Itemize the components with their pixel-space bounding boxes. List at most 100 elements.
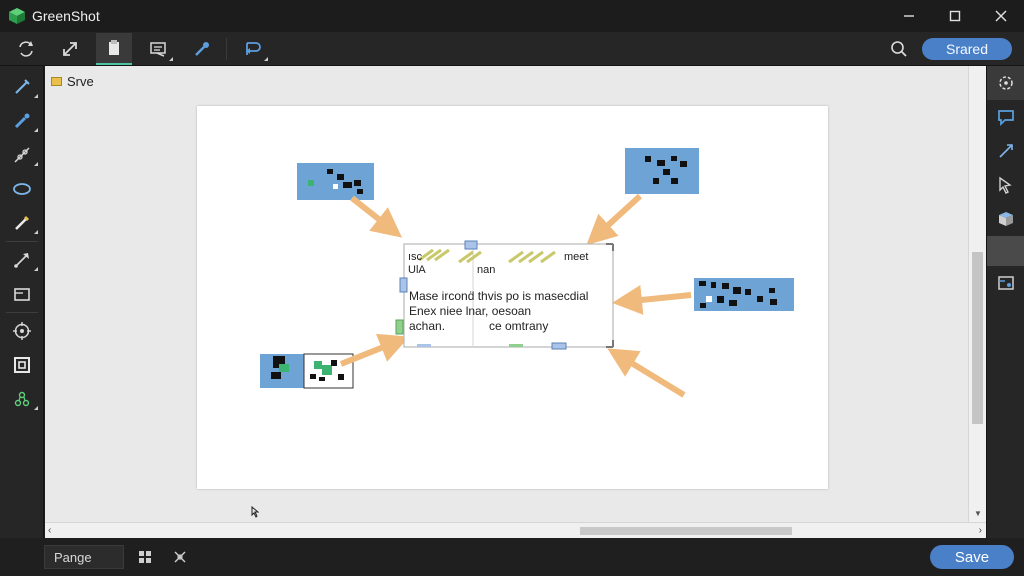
rectangle-tool[interactable] bbox=[0, 277, 44, 311]
vertical-scroll-thumb[interactable] bbox=[972, 252, 983, 424]
document-name: Srve bbox=[67, 74, 94, 89]
resize-icon bbox=[63, 41, 77, 56]
arrow-annotation bbox=[339, 333, 410, 367]
blank-tool[interactable] bbox=[987, 236, 1024, 266]
image-canvas[interactable]: ısc meet UlA nan Mase irconḋ thvis po is… bbox=[197, 106, 828, 489]
pen-tool[interactable] bbox=[0, 70, 44, 104]
thumbnail-top-right[interactable] bbox=[625, 148, 699, 194]
grid-icon bbox=[139, 551, 151, 563]
minimize-button[interactable] bbox=[886, 0, 932, 32]
greenshot-logo-icon bbox=[8, 7, 26, 25]
print-icon bbox=[150, 41, 166, 57]
textbox-line5-left: achan. bbox=[409, 319, 445, 333]
crosshair-tool[interactable] bbox=[0, 314, 44, 348]
scroll-down-icon[interactable]: ▼ bbox=[974, 509, 982, 518]
thumbnail-right[interactable] bbox=[694, 278, 794, 311]
canvas-area[interactable]: Srve bbox=[45, 66, 968, 522]
arrow-annotation bbox=[350, 195, 403, 238]
arrow-annotation bbox=[607, 348, 686, 398]
arrow-annotation bbox=[586, 193, 643, 246]
annotation-layer[interactable]: ısc meet UlA nan Mase irconḋ thvis po is… bbox=[197, 106, 828, 489]
cursor-icon bbox=[999, 176, 1012, 194]
line-icon bbox=[14, 147, 30, 163]
textbox-line2-left: UlA bbox=[408, 264, 426, 276]
obfuscate-icon bbox=[14, 391, 30, 407]
ellipse-icon bbox=[13, 183, 31, 195]
app-title: GreenShot bbox=[32, 8, 100, 24]
crosshair-icon bbox=[13, 322, 31, 340]
textbox-line2-right: nan bbox=[477, 264, 495, 276]
horizontal-scroll-thumb[interactable] bbox=[580, 527, 792, 535]
text-frame-tool[interactable] bbox=[0, 348, 44, 382]
minimize-icon bbox=[904, 15, 914, 17]
search-button[interactable] bbox=[886, 37, 912, 61]
save-to-icon bbox=[246, 41, 261, 55]
speech-bubble-tool[interactable] bbox=[987, 100, 1024, 134]
ellipse-tool[interactable] bbox=[0, 172, 44, 206]
thumbnail-bottom-left[interactable] bbox=[260, 353, 354, 389]
document-icon bbox=[51, 77, 62, 86]
grid-button[interactable] bbox=[135, 547, 155, 567]
textbox-line1-right: meet bbox=[564, 251, 588, 263]
textbox-line3: Mase irconḋ thvis po is masecdial bbox=[409, 289, 588, 303]
line-draw-tool[interactable] bbox=[987, 134, 1024, 168]
print-button[interactable] bbox=[140, 33, 176, 65]
rectangle-icon bbox=[14, 288, 30, 301]
resize-button[interactable] bbox=[52, 33, 88, 65]
close-icon bbox=[995, 10, 1007, 22]
copy-icon bbox=[109, 39, 119, 55]
main-toolbar: Srared bbox=[0, 32, 1024, 66]
thumbnail-top-left[interactable] bbox=[297, 163, 374, 200]
text-annotation-box[interactable]: ısc meet UlA nan Mase irconḋ thvis po is… bbox=[395, 240, 614, 350]
box-tool[interactable] bbox=[987, 202, 1024, 236]
search-icon bbox=[891, 41, 907, 57]
highlighter-tool[interactable] bbox=[0, 206, 44, 240]
vertical-scrollbar[interactable]: ▼ bbox=[968, 66, 986, 522]
horizontal-scrollbar[interactable]: ‹ › bbox=[45, 522, 986, 538]
highlighter-icon bbox=[15, 216, 29, 230]
window-controls bbox=[886, 0, 1024, 32]
page-field[interactable]: Pange bbox=[44, 545, 124, 569]
obfuscate-tool[interactable] bbox=[0, 382, 44, 416]
crosshair-small-button[interactable] bbox=[170, 547, 190, 567]
frame-icon bbox=[998, 276, 1014, 290]
maximize-icon bbox=[949, 10, 961, 22]
scroll-right-icon[interactable]: › bbox=[978, 525, 982, 536]
brush-tool[interactable] bbox=[0, 104, 44, 138]
right-tool-panel bbox=[986, 66, 1024, 538]
select-icon bbox=[999, 76, 1013, 90]
line-tool[interactable] bbox=[0, 138, 44, 172]
left-tool-panel bbox=[0, 66, 44, 538]
rotate-button[interactable] bbox=[8, 33, 44, 65]
save-to-button[interactable] bbox=[235, 33, 271, 65]
dropdown-corner-icon bbox=[264, 56, 268, 61]
pen-icon bbox=[15, 79, 30, 94]
speech-bubble-icon bbox=[998, 110, 1014, 127]
frame-tool[interactable] bbox=[987, 266, 1024, 300]
arrow-icon bbox=[14, 253, 29, 268]
rotate-icon bbox=[19, 40, 33, 57]
textbox-line4: Enex niee lnar, oesoan bbox=[409, 304, 531, 318]
save-button[interactable]: Save bbox=[930, 545, 1014, 569]
dropdown-corner-icon bbox=[169, 56, 173, 61]
toolbar-separator bbox=[226, 37, 227, 60]
crosshair-small-icon bbox=[174, 551, 186, 563]
close-button[interactable] bbox=[978, 0, 1024, 32]
arrow-annotation bbox=[612, 284, 692, 315]
copy-button[interactable] bbox=[96, 32, 132, 65]
select-tool[interactable] bbox=[987, 66, 1024, 100]
document-label: Srve bbox=[51, 74, 94, 89]
pointer-tool[interactable] bbox=[987, 168, 1024, 202]
text-frame-icon bbox=[14, 357, 30, 373]
title-bar: GreenShot bbox=[0, 0, 1024, 32]
textbox-line5-right: ce omtrany bbox=[489, 319, 548, 333]
textbox-line1-left: ısc bbox=[408, 251, 423, 263]
arrow-tool[interactable] bbox=[0, 243, 44, 277]
pipette-button[interactable] bbox=[184, 33, 220, 65]
maximize-button[interactable] bbox=[932, 0, 978, 32]
brush-icon bbox=[14, 113, 30, 129]
status-bar: Pange Save bbox=[0, 538, 1024, 576]
line-tool-icon bbox=[999, 144, 1013, 158]
shared-button[interactable]: Srared bbox=[922, 38, 1012, 60]
scroll-left-icon[interactable]: ‹ bbox=[48, 525, 52, 536]
